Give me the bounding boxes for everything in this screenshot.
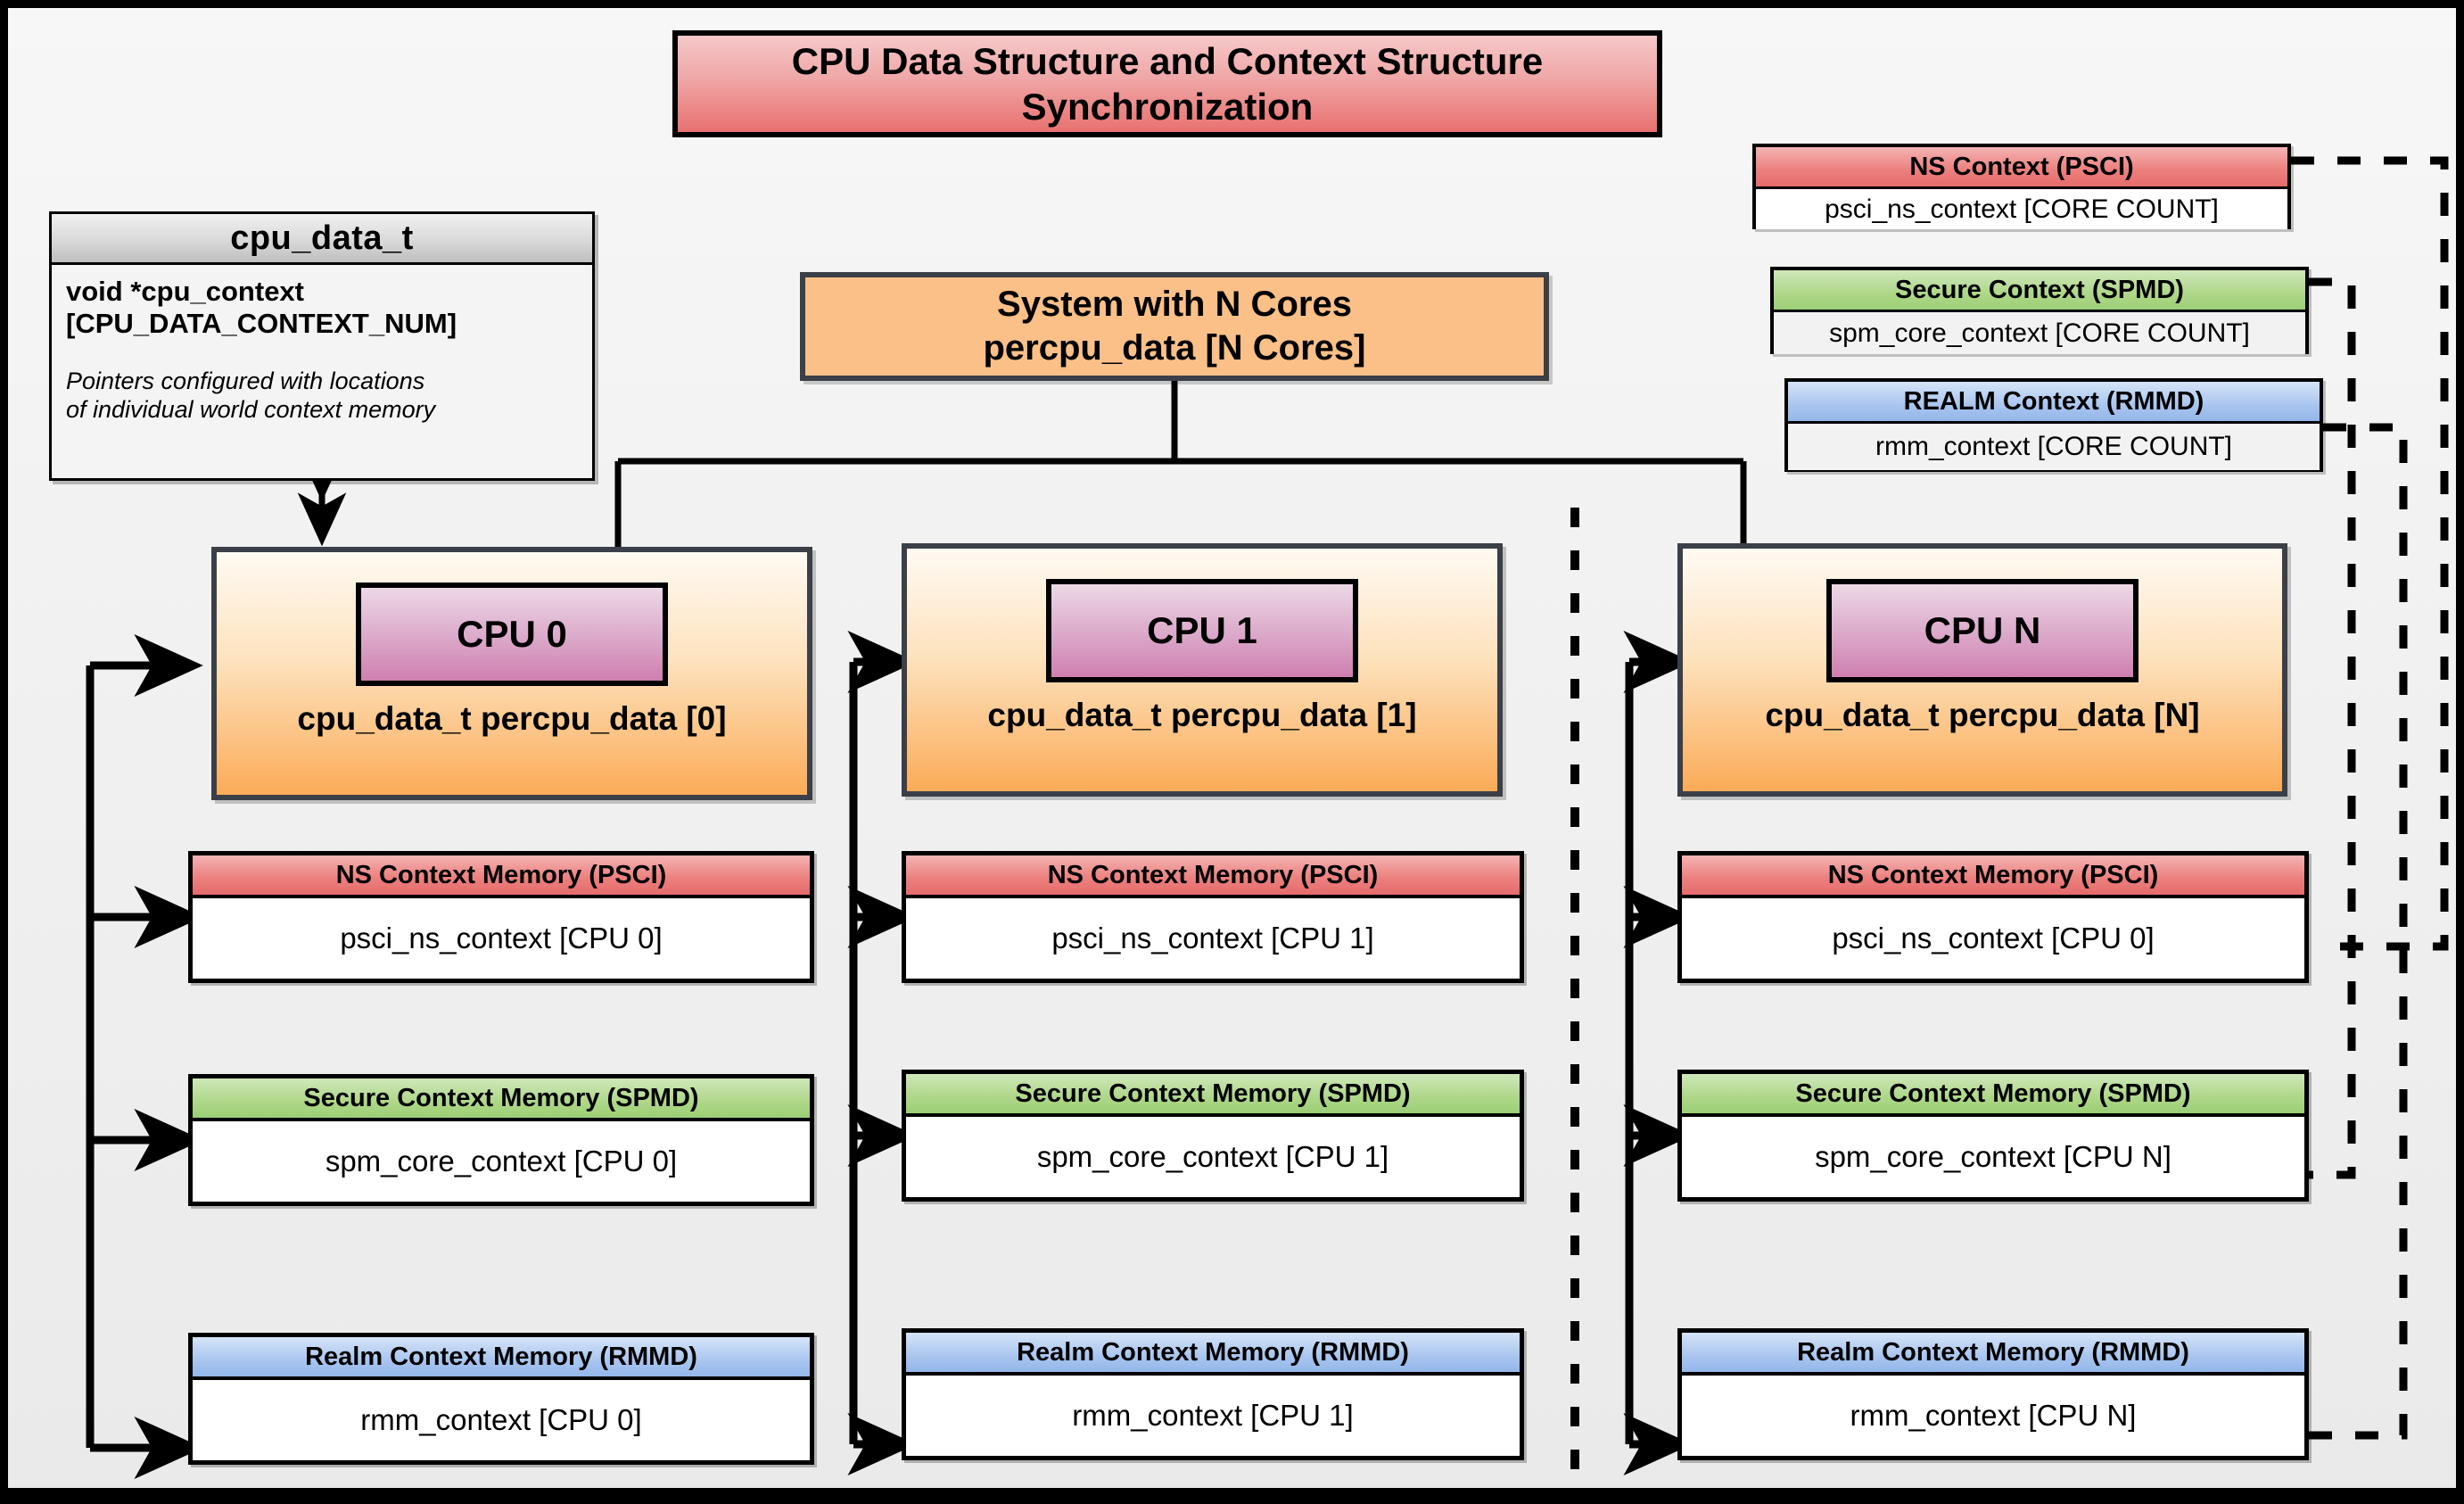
mem-title-realm-cpu1: Realm Context Memory (RMMD) [906, 1333, 1520, 1376]
global-ns-context-box: NS Context (PSCI) psci_ns_context [CORE … [1752, 144, 2291, 229]
cpu-struct-label-1: cpu_data_t percpu_data [1] [987, 697, 1417, 733]
cpu-card-0: CPU 0 cpu_data_t percpu_data [0] [211, 547, 812, 800]
system-overview-box: System with N Cores percpu_data [N Cores… [800, 272, 1549, 381]
mem-value-secure-cpu1: spm_core_context [CPU 1] [906, 1117, 1520, 1197]
link-ns-global-to-cpun [2291, 156, 2449, 951]
global-secure-context-value: spm_core_context [CORE COUNT] [1774, 312, 2305, 354]
mem-value-ns-cpu0: psci_ns_context [CPU 0] [193, 898, 810, 979]
cpu-chip-0: CPU 0 [356, 583, 668, 686]
cpu-data-t-name: cpu_data_t [52, 214, 592, 265]
cpu-struct-label-0: cpu_data_t percpu_data [0] [297, 700, 727, 737]
mem-title-realm-cpu0: Realm Context Memory (RMMD) [193, 1337, 810, 1380]
global-secure-context-box: Secure Context (SPMD) spm_core_context [… [1770, 267, 2309, 354]
cpu-data-t-struct: cpu_data_t void *cpu_context[CPU_DATA_CO… [49, 211, 595, 481]
bracket-cpu1 [847, 630, 917, 1476]
cpu-chip-n: CPU N [1826, 579, 2138, 682]
mem-card-realm-cpu1: Realm Context Memory (RMMD) rmm_context … [902, 1328, 1524, 1460]
mem-card-secure-cpu0: Secure Context Memory (SPMD) spm_core_co… [188, 1074, 814, 1206]
system-line-1: System with N Cores [997, 285, 1352, 325]
mem-title-ns-cpu1: NS Context Memory (PSCI) [906, 855, 1520, 898]
mem-title-secure-cpu0: Secure Context Memory (SPMD) [193, 1078, 810, 1121]
global-realm-context-value: rmm_context [CORE COUNT] [1788, 424, 2320, 470]
cpu-card-1: CPU 1 cpu_data_t percpu_data [1] [902, 543, 1503, 797]
mem-card-ns-cpu0: NS Context Memory (PSCI) psci_ns_context… [188, 851, 814, 983]
mem-card-secure-cpun: Secure Context Memory (SPMD) spm_core_co… [1677, 1070, 2309, 1202]
cpu-struct-label-n: cpu_data_t percpu_data [N] [1765, 697, 2200, 733]
cpu-card-n: CPU N cpu_data_t percpu_data [N] [1677, 543, 2287, 797]
mem-title-ns-cpun: NS Context Memory (PSCI) [1682, 855, 2304, 898]
mem-card-ns-cpun: NS Context Memory (PSCI) psci_ns_context… [1677, 851, 2309, 983]
page-title: CPU Data Structure and Context Structure… [672, 30, 1662, 137]
mem-card-realm-cpu0: Realm Context Memory (RMMD) rmm_context … [188, 1333, 814, 1465]
global-realm-context-title: REALM Context (RMMD) [1788, 382, 2320, 424]
system-line-2: percpu_data [N Cores] [983, 328, 1366, 368]
mem-card-secure-cpu1: Secure Context Memory (SPMD) spm_core_co… [902, 1070, 1524, 1202]
mem-title-ns-cpu0: NS Context Memory (PSCI) [193, 855, 810, 898]
global-ns-context-value: psci_ns_context [CORE COUNT] [1756, 189, 2287, 229]
mem-value-secure-cpu0: spm_core_context [CPU 0] [193, 1121, 810, 1202]
mem-card-realm-cpun: Realm Context Memory (RMMD) rmm_context … [1677, 1328, 2309, 1460]
mem-value-ns-cpu1: psci_ns_context [CPU 1] [906, 898, 1520, 979]
mem-value-realm-cpu1: rmm_context [CPU 1] [906, 1376, 1520, 1456]
link-realm-global-to-cpun [2307, 423, 2408, 1440]
global-realm-context-box: REALM Context (RMMD) rmm_context [CORE C… [1784, 378, 2323, 472]
mem-value-realm-cpun: rmm_context [CPU N] [1682, 1376, 2304, 1456]
cpu-data-t-field: void *cpu_context[CPU_DATA_CONTEXT_NUM] [66, 276, 457, 339]
mem-value-ns-cpun: psci_ns_context [CPU 0] [1682, 898, 2304, 979]
link-system-to-cpus [614, 381, 1747, 547]
mem-value-secure-cpun: spm_core_context [CPU N] [1682, 1117, 2304, 1197]
global-ns-context-title: NS Context (PSCI) [1756, 147, 2287, 189]
mem-title-secure-cpun: Secure Context Memory (SPMD) [1682, 1074, 2304, 1117]
cpu-data-t-body: void *cpu_context[CPU_DATA_CONTEXT_NUM] … [52, 265, 592, 425]
mem-value-realm-cpu0: rmm_context [CPU 0] [193, 1380, 810, 1460]
mem-title-realm-cpun: Realm Context Memory (RMMD) [1682, 1333, 2304, 1376]
mem-card-ns-cpu1: NS Context Memory (PSCI) psci_ns_context… [902, 851, 1524, 983]
bracket-cpun [1623, 630, 1693, 1476]
mem-title-secure-cpu1: Secure Context Memory (SPMD) [906, 1074, 1520, 1117]
global-secure-context-title: Secure Context (SPMD) [1774, 270, 2305, 312]
cpu-chip-1: CPU 1 [1046, 579, 1358, 682]
bracket-cpu0 [86, 633, 203, 1480]
